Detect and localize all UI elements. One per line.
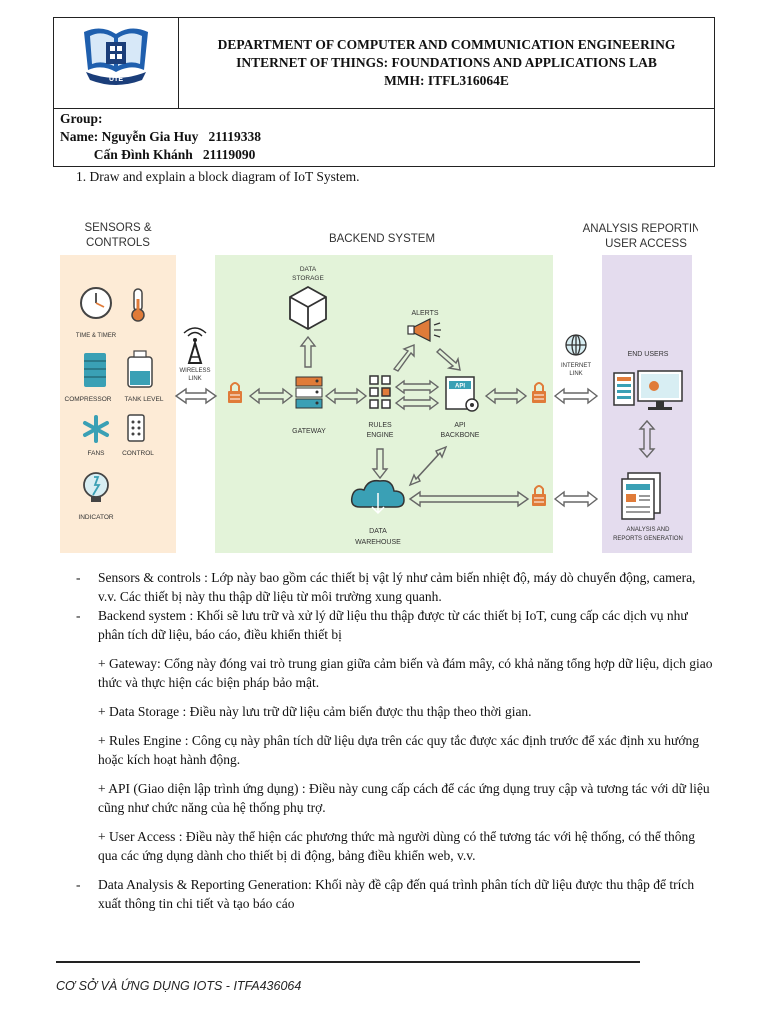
end-users-devices-icon bbox=[613, 370, 683, 410]
rules-label-2: ENGINE bbox=[367, 432, 394, 439]
sensors-title-2: CONTROLS bbox=[86, 237, 150, 249]
compressor-icon bbox=[84, 353, 106, 387]
internet-label-1: INTERNET bbox=[561, 363, 591, 369]
sensors-panel bbox=[60, 255, 176, 553]
storage-label-1: DATA bbox=[300, 266, 317, 273]
reports-document-icon bbox=[621, 472, 661, 520]
up-arrow-icon bbox=[299, 335, 317, 368]
api-label-2: BACKBONE bbox=[441, 432, 480, 439]
control-icon bbox=[127, 414, 145, 442]
logo-cell: UTE bbox=[54, 18, 179, 108]
name-line-2: Cấn Đình Khánh 21119090 bbox=[60, 147, 256, 162]
diagram-svg: SENSORS & CONTROLS BACKEND SYSTEM ANALYS… bbox=[60, 222, 698, 553]
backend-title: BACKEND SYSTEM bbox=[329, 233, 435, 245]
wireless-label-1: WIRELESS bbox=[179, 368, 210, 374]
svg-text:API: API bbox=[455, 384, 465, 390]
data-warehouse-cloud-icon bbox=[350, 479, 405, 515]
control-label: CONTROL bbox=[122, 450, 154, 457]
indicator-icon bbox=[83, 472, 109, 502]
timer-icon bbox=[80, 287, 112, 319]
indicator-label: INDICATOR bbox=[78, 514, 113, 521]
title-line-2: INTERNET OF THINGS: FOUNDATIONS AND APPL… bbox=[236, 55, 657, 70]
globe-icon bbox=[565, 334, 587, 356]
thermometer-icon bbox=[131, 288, 145, 322]
warehouse-label-2: WAREHOUSE bbox=[355, 539, 401, 546]
bullet-dash: - bbox=[76, 608, 81, 623]
compressor-label: COMPRESSOR bbox=[65, 396, 112, 403]
reports-label-1: ANALYSIS AND bbox=[627, 527, 671, 533]
bullet-dash: - bbox=[76, 877, 81, 892]
para-gateway: + Gateway: Cổng này đóng vai trò trung g… bbox=[98, 656, 713, 690]
double-arrow-icon bbox=[248, 387, 294, 405]
para-data-storage: + Data Storage : Điều này lưu trữ dữ liệ… bbox=[98, 704, 532, 719]
api-label-1: API bbox=[454, 422, 465, 429]
analysis-title-2: USER ACCESS bbox=[605, 238, 687, 250]
data-storage-cube-icon bbox=[289, 285, 327, 331]
double-arrow-icon bbox=[484, 387, 528, 405]
alerts-label: ALERTS bbox=[411, 310, 438, 317]
header-title: DEPARTMENT OF COMPUTER AND COMMUNICATION… bbox=[179, 18, 714, 108]
wireless-tower-icon bbox=[183, 327, 207, 364]
group-info: Group: Name: Nguyễn Gia Huy 21119338 Cấn… bbox=[60, 110, 261, 164]
rules-label-1: RULES bbox=[368, 422, 392, 429]
group-label: Group: bbox=[60, 111, 103, 126]
para-api: + API (Giao diện lập trình ứng dụng) : Đ… bbox=[98, 781, 710, 815]
header-row: UTE DEPARTMENT OF COMPUTER AND COMMUNICA… bbox=[54, 18, 714, 109]
time-label: TIME & TIMER bbox=[76, 333, 117, 339]
bullet-analysis: - Data Analysis & Reporting Generation: … bbox=[76, 875, 716, 913]
long-double-arrow-icon bbox=[408, 490, 530, 508]
bullet-analysis-text: Data Analysis & Reporting Generation: Kh… bbox=[98, 877, 695, 911]
bullet-sensors: - Sensors & controls : Lớp này bao gồm c… bbox=[76, 568, 716, 606]
ute-logo-icon: UTE bbox=[84, 28, 148, 85]
bullet-sensors-text: Sensors & controls : Lớp này bao gồm các… bbox=[98, 570, 696, 604]
fan-icon bbox=[83, 415, 109, 443]
footer-divider bbox=[56, 961, 640, 963]
wireless-label-2: LINK bbox=[188, 376, 201, 382]
iot-block-diagram: SENSORS & CONTROLS BACKEND SYSTEM ANALYS… bbox=[58, 215, 698, 560]
bullet-backend: - Backend system : Khối sẽ lưu trữ và xử… bbox=[76, 606, 716, 644]
gateway-server-icon bbox=[295, 376, 323, 409]
svg-text:UTE: UTE bbox=[109, 76, 123, 83]
double-arrow-icon bbox=[324, 387, 368, 405]
analysis-title-1: ANALYSIS REPORTING bbox=[583, 223, 698, 235]
title-line-1: DEPARTMENT OF COMPUTER AND COMMUNICATION… bbox=[217, 37, 676, 52]
end-users-label: END USERS bbox=[628, 351, 669, 358]
header-table: UTE DEPARTMENT OF COMPUTER AND COMMUNICA… bbox=[53, 17, 715, 167]
rules-engine-icon bbox=[369, 375, 391, 409]
sensors-title-1: SENSORS & bbox=[84, 222, 151, 234]
api-backbone-icon: API bbox=[445, 376, 479, 412]
vertical-double-arrow-icon bbox=[638, 419, 656, 459]
diagonal-arrow-icon bbox=[392, 343, 461, 372]
bullet-dash: - bbox=[76, 570, 81, 585]
bullet-backend-text: Backend system : Khối sẽ lưu trữ và xử l… bbox=[98, 608, 688, 642]
double-arrow-icon bbox=[553, 387, 599, 508]
lock-icon bbox=[228, 382, 242, 403]
diagonal-double-arrow-icon bbox=[408, 445, 448, 487]
storage-label-2: STORAGE bbox=[292, 275, 324, 282]
gateway-label: GATEWAY bbox=[292, 428, 326, 435]
title-line-3: MMH: ITFL316064E bbox=[384, 73, 509, 88]
name-line-1: Name: Nguyễn Gia Huy 21119338 bbox=[60, 129, 262, 144]
megaphone-icon bbox=[407, 318, 441, 342]
lock-icon bbox=[532, 382, 546, 403]
fans-label: FANS bbox=[88, 450, 106, 457]
para-user-access: + User Access : Điều này thể hiện các ph… bbox=[98, 829, 696, 863]
question-heading: 1. Draw and explain a block diagram of I… bbox=[76, 169, 360, 184]
explanation-text: - Sensors & controls : Lớp này bao gồm c… bbox=[76, 568, 716, 913]
reports-label-2: REPORTS GENERATION bbox=[613, 536, 683, 542]
para-rules-engine: + Rules Engine : Công cụ này phân tích d… bbox=[98, 733, 699, 767]
footer-text: CƠ SỞ VÀ ỨNG DỤNG IOTS - ITFA436064 bbox=[56, 979, 302, 993]
internet-label-2: LINK bbox=[569, 371, 582, 377]
double-arrow-icon bbox=[174, 387, 218, 405]
tank-label: TANK LEVEL bbox=[125, 396, 164, 403]
tank-level-icon bbox=[127, 350, 153, 388]
warehouse-label-1: DATA bbox=[369, 528, 387, 535]
down-arrow-icon bbox=[371, 448, 389, 480]
double-arrow-icon bbox=[394, 379, 440, 411]
lock-icon bbox=[532, 485, 546, 506]
